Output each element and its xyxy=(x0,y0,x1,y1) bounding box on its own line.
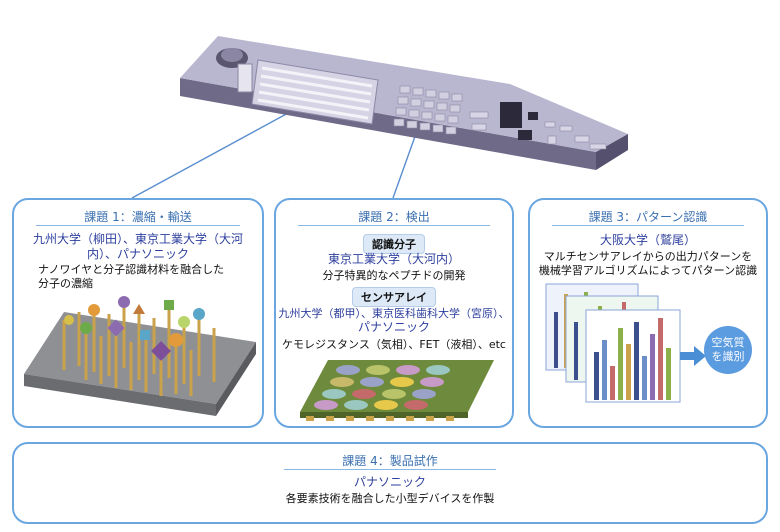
air-quality-label-line2: を識別 xyxy=(711,350,745,363)
device-illustration xyxy=(131,36,628,199)
connector-line-2 xyxy=(392,127,419,199)
panel3-title-divider xyxy=(552,225,744,226)
sensor-array-illustration xyxy=(300,360,494,421)
device-electronics xyxy=(469,102,607,150)
air-quality-label-line1: 空気質 xyxy=(711,336,745,349)
panel-product-prototype: 課題 4：製品試作 パナソニック 各要素技術を融合した小型デバイスを作製 xyxy=(12,442,768,524)
panel2-institution1: 東京工業大学（大河内） xyxy=(327,252,460,266)
panel3-institution: 大阪大学（鷲尾） xyxy=(599,233,696,247)
panel3-description-line2: 機械学習アルゴリズムによってパターン認識 xyxy=(538,264,758,277)
sensor-array-tag: センサアレイ xyxy=(352,287,436,307)
nanowire-illustration xyxy=(24,296,256,416)
device-sensor-grid xyxy=(393,85,463,135)
panel4-title: 課題 4：製品試作 xyxy=(342,454,438,468)
air-quality-badge: 空気質 を識別 xyxy=(704,326,752,374)
panel3-title: 課題 3：パターン認識 xyxy=(588,210,708,224)
panel2-institutions2-line2: パナソニック xyxy=(357,320,430,334)
panel2-description1: 分子特異的なペプチドの開発 xyxy=(322,269,466,282)
panel-concentration-transport: 課題 1：濃縮・輸送 九州大学（柳田）、東京工業大学（大河内）、パナソニック ナ… xyxy=(12,198,264,428)
panel-pattern-recognition: 課題 3：パターン認識 大阪大学（鷲尾） マルチセンサアレイからの出力パターンを… xyxy=(528,198,768,428)
connector-line-1 xyxy=(131,111,291,199)
device-channels xyxy=(237,59,379,125)
panel1-institutions: 九州大学（柳田）、東京工業大学（大河内）、パナソニック xyxy=(32,232,243,261)
arrow-icon xyxy=(680,346,706,366)
panel1-title: 課題 1：濃縮・輸送 xyxy=(84,210,192,224)
panel2-title-divider xyxy=(298,225,490,226)
panel1-description-line1: ナノワイヤと分子認識材料を融合した xyxy=(38,263,225,276)
panel4-institution: パナソニック xyxy=(353,475,426,489)
panel2-description2: ケモレジスタンス（気相）、FET（液相）、etc xyxy=(282,338,506,351)
panel1-title-divider xyxy=(36,225,240,226)
bar-pattern-illustration xyxy=(545,283,681,403)
panel4-description: 各要素技術を融合した小型デバイスを作製 xyxy=(285,492,495,505)
panel-detection: 課題 2：検出 認識分子 東京工業大学（大河内） 分子特異的なペプチドの開発 セ… xyxy=(274,198,514,428)
panel4-title-divider xyxy=(284,469,496,470)
recognition-molecule-tag: 認識分子 xyxy=(363,234,425,254)
panel2-institutions2-line1: 九州大学（都甲）、東京医科歯科大学（宮原）、 xyxy=(278,307,510,320)
panel3-description-line1: マルチセンサアレイからの出力パターンを xyxy=(543,250,753,263)
panel2-title: 課題 2：検出 xyxy=(358,210,430,224)
panel1-description-line2: 分子の濃縮 xyxy=(38,277,93,290)
